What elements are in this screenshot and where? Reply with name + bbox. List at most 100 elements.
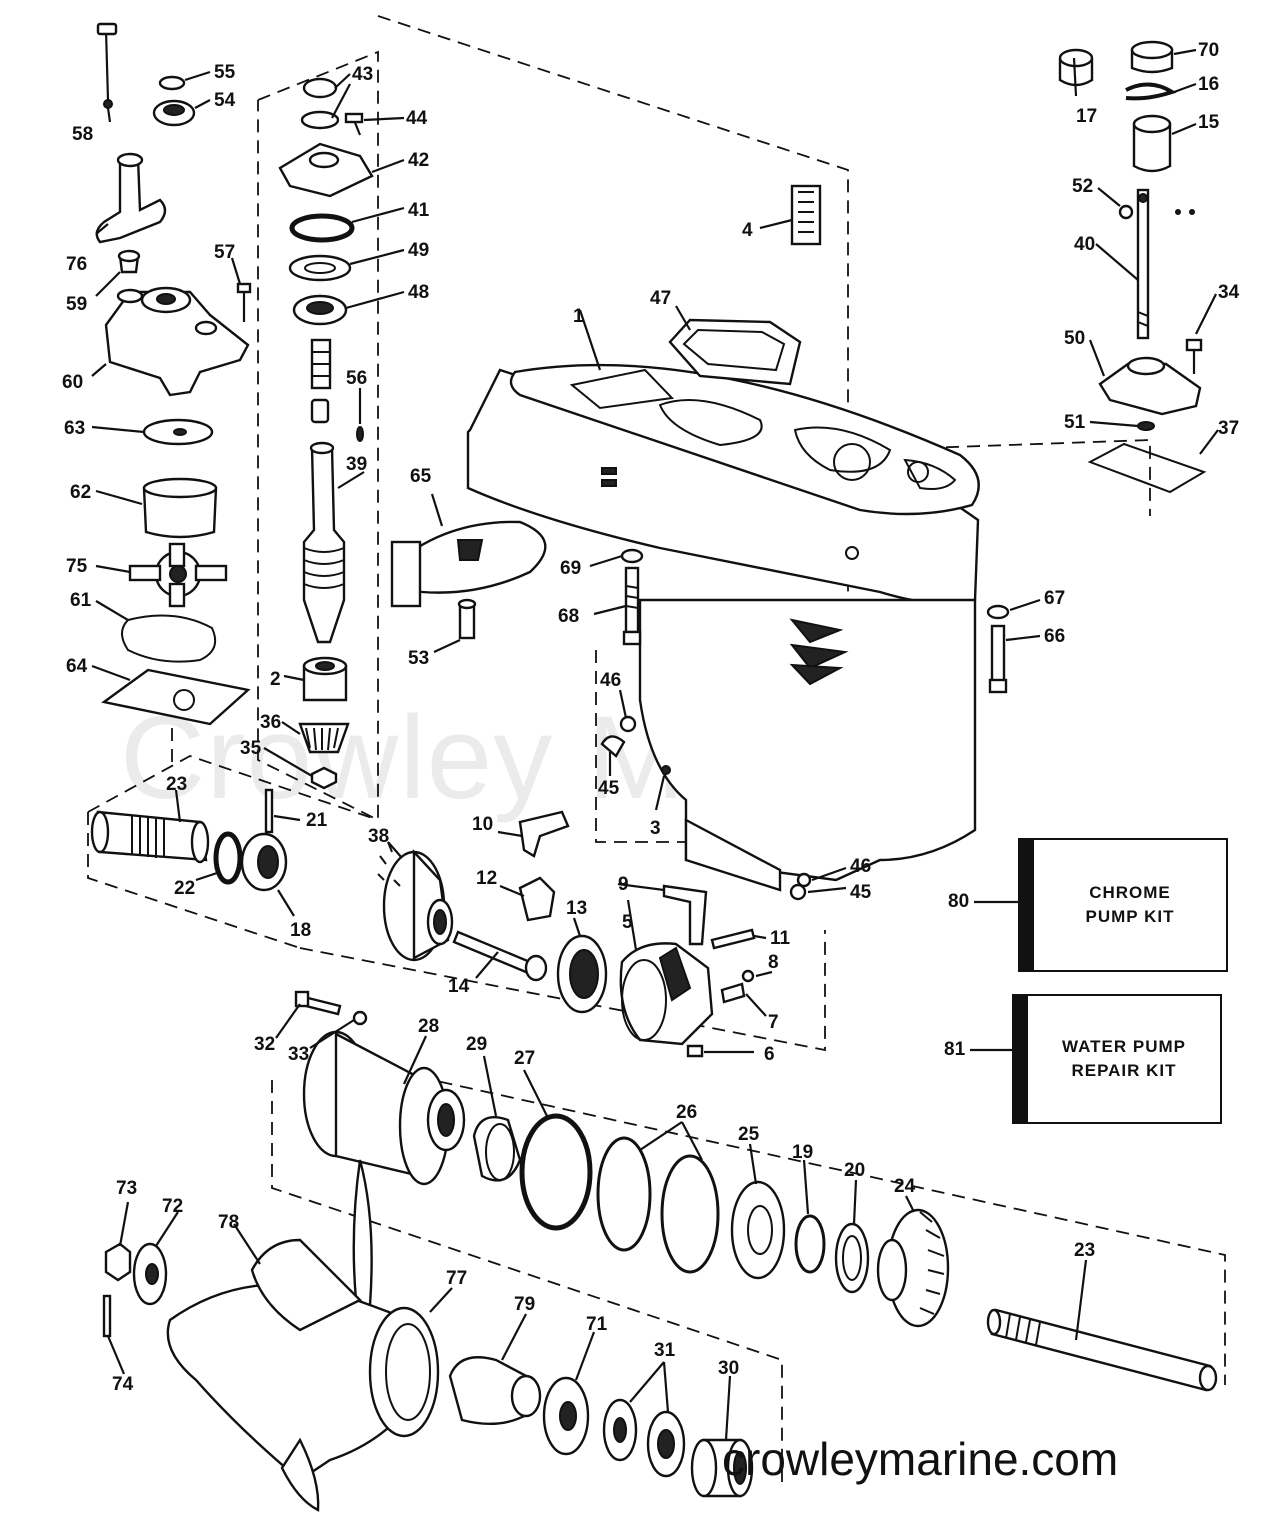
part-label-8: 8 <box>768 952 779 973</box>
part-label-28: 28 <box>418 1016 439 1037</box>
part-label-66: 66 <box>1044 626 1065 647</box>
part-label-45a: 45 <box>598 778 620 799</box>
part-label-35: 35 <box>240 738 262 759</box>
leader-lines <box>91 48 1219 1441</box>
water-pump-repair-kit-box: WATER PUMP REPAIR KIT <box>1012 994 1222 1124</box>
part-label-12: 12 <box>476 868 497 889</box>
part-label-30: 30 <box>718 1358 739 1379</box>
part-label-41: 41 <box>408 200 430 221</box>
part-label-38: 38 <box>368 826 389 847</box>
part-label-37: 37 <box>1218 418 1239 439</box>
part-label-69: 69 <box>560 558 581 579</box>
assembly-outlines <box>87 15 1226 1482</box>
part-label-68: 68 <box>558 606 579 627</box>
part-label-9: 9 <box>618 874 629 895</box>
part-label-71: 71 <box>586 1314 608 1335</box>
part-label-46a: 46 <box>600 670 621 691</box>
part-label-3: 3 <box>650 818 661 839</box>
kit-81-line2: REPAIR KIT <box>1071 1061 1177 1080</box>
part-label-27: 27 <box>514 1048 535 1069</box>
part-label-24: 24 <box>894 1176 916 1197</box>
part-label-67: 67 <box>1044 588 1065 609</box>
water-pump-parts <box>95 22 252 726</box>
propeller <box>102 1159 440 1512</box>
part-label-6: 6 <box>764 1044 775 1065</box>
part-label-72: 72 <box>162 1196 183 1217</box>
part-label-16: 16 <box>1198 74 1219 95</box>
gearcase-housing <box>466 309 980 892</box>
part-label-53: 53 <box>408 648 429 669</box>
part-label-76: 76 <box>66 254 87 275</box>
part-label-18: 18 <box>290 920 311 941</box>
part-label-61: 61 <box>70 590 92 611</box>
prop-shaft-parts <box>294 990 1218 1498</box>
part-label-21: 21 <box>306 810 328 831</box>
impeller <box>128 542 228 608</box>
part-label-64: 64 <box>66 656 88 677</box>
part-number-labels: 1 2 3 4 5 6 7 8 9 10 11 12 13 14 15 16 1… <box>62 40 1240 1395</box>
part-label-63: 63 <box>64 418 85 439</box>
part-label-77: 77 <box>446 1268 467 1289</box>
part-label-19: 19 <box>792 1142 813 1163</box>
kit-81-line1: WATER PUMP <box>1062 1037 1186 1056</box>
part-label-31: 31 <box>654 1340 676 1361</box>
part-label-32: 32 <box>254 1034 275 1055</box>
part-label-40: 40 <box>1074 234 1095 255</box>
part-label-33: 33 <box>288 1044 309 1065</box>
part-label-5: 5 <box>622 912 633 933</box>
part-label-55: 55 <box>214 62 236 83</box>
chrome-pump-kit-box: CHROME PUMP KIT <box>1018 838 1228 972</box>
part-label-20: 20 <box>844 1160 865 1181</box>
part-label-57: 57 <box>214 242 235 263</box>
part-label-45b: 45 <box>850 882 872 903</box>
part-label-49: 49 <box>408 240 429 261</box>
part-label-56: 56 <box>346 368 367 389</box>
kit-80-line1: CHROME <box>1089 883 1171 902</box>
part-label-70: 70 <box>1198 40 1219 61</box>
shift-parts <box>600 40 1207 901</box>
part-label-39: 39 <box>346 454 367 475</box>
part-label-74: 74 <box>112 1374 134 1395</box>
part-label-47: 47 <box>650 288 671 309</box>
part-label-50: 50 <box>1064 328 1085 349</box>
part-label-36: 36 <box>260 712 281 733</box>
part-label-2: 2 <box>270 669 281 690</box>
part-label-1: 1 <box>573 306 584 327</box>
part-label-75: 75 <box>66 556 88 577</box>
part-label-54: 54 <box>214 90 236 111</box>
part-label-26: 26 <box>676 1102 697 1123</box>
part-label-58: 58 <box>72 124 93 145</box>
part-label-42: 42 <box>408 150 429 171</box>
part-label-7: 7 <box>768 1012 779 1033</box>
gear-parts <box>377 810 756 1058</box>
part-label-65: 65 <box>410 466 432 487</box>
part-label-10: 10 <box>472 814 493 835</box>
part-label-73: 73 <box>116 1178 137 1199</box>
part-label-13: 13 <box>566 898 587 919</box>
part-label-11: 11 <box>770 928 791 949</box>
part-label-29: 29 <box>466 1034 487 1055</box>
kit-80-line2: PUMP KIT <box>1085 907 1175 926</box>
part-label-34: 34 <box>1218 282 1240 303</box>
part-label-62: 62 <box>70 482 91 503</box>
drive-shaft-parts <box>90 77 547 892</box>
site-url-footer: crowleymarine.com <box>722 1433 1119 1485</box>
part-label-23a: 23 <box>166 774 187 795</box>
part-label-25: 25 <box>738 1124 760 1145</box>
part-label-59: 59 <box>66 294 87 315</box>
part-label-48: 48 <box>408 282 429 303</box>
part-label-51: 51 <box>1064 412 1086 433</box>
part-label-52: 52 <box>1072 176 1093 197</box>
part-label-15: 15 <box>1198 112 1220 133</box>
part-label-60: 60 <box>62 372 83 393</box>
part-label-22: 22 <box>174 878 195 899</box>
part-label-17: 17 <box>1076 106 1097 127</box>
part-label-23b: 23 <box>1074 1240 1095 1261</box>
part-label-79: 79 <box>514 1294 535 1315</box>
kit-number-81: 81 <box>944 1039 966 1060</box>
part-label-43: 43 <box>352 64 373 85</box>
part-label-78: 78 <box>218 1212 239 1233</box>
part-label-44: 44 <box>406 108 428 129</box>
part-label-14: 14 <box>448 976 470 997</box>
